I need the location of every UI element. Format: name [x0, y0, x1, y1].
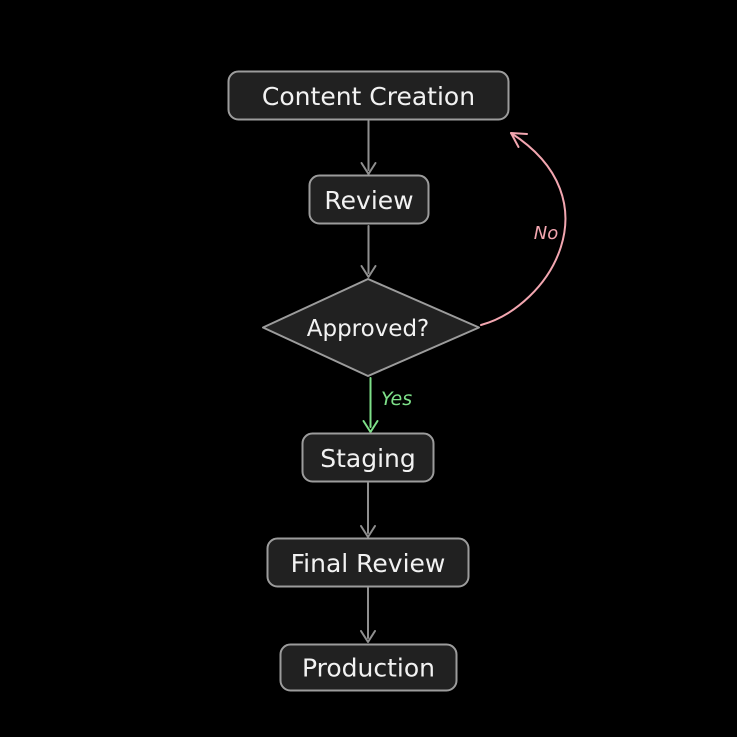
node-label: Production	[302, 653, 435, 682]
node-shape	[301, 432, 435, 483]
node-label: Final Review	[291, 549, 446, 578]
node-shape	[227, 70, 510, 121]
node-label: Review	[324, 186, 413, 215]
node-final-review[interactable]: Final Review	[266, 537, 470, 588]
node-label: Staging	[320, 444, 416, 473]
edge-labels: Yes No	[381, 223, 558, 410]
node-shape	[308, 174, 430, 225]
edge-final-review-to-production[interactable]	[360, 587, 376, 643]
edge-content-creation-to-review[interactable]	[360, 120, 377, 175]
arrowhead-icon	[360, 265, 377, 278]
no-label: No	[534, 223, 558, 244]
edge-line	[480, 132, 567, 326]
node-approved-decision[interactable]: Approved?	[262, 278, 480, 377]
arrowhead-icon	[362, 420, 379, 433]
arrowhead-icon	[510, 132, 528, 148]
edge-approved-no-to-content-creation[interactable]	[480, 132, 567, 326]
node-review[interactable]: Review	[308, 174, 430, 225]
edge-staging-to-final-review[interactable]	[360, 482, 376, 538]
arrowhead-icon	[360, 630, 376, 643]
node-staging[interactable]: Staging	[301, 432, 435, 483]
node-shape	[279, 643, 458, 692]
node-shape	[266, 537, 470, 588]
yes-label: Yes	[381, 388, 412, 410]
node-shape	[262, 278, 480, 377]
arrowhead-icon	[360, 162, 377, 175]
arrowhead-icon	[360, 525, 376, 538]
edge-review-to-approved[interactable]	[360, 225, 377, 278]
node-content-creation[interactable]: Content Creation	[227, 70, 510, 121]
edge-approved-yes-to-staging[interactable]	[362, 377, 379, 433]
node-label: Approved?	[307, 316, 430, 342]
node-production[interactable]: Production	[279, 643, 458, 692]
node-label: Content Creation	[262, 82, 475, 111]
